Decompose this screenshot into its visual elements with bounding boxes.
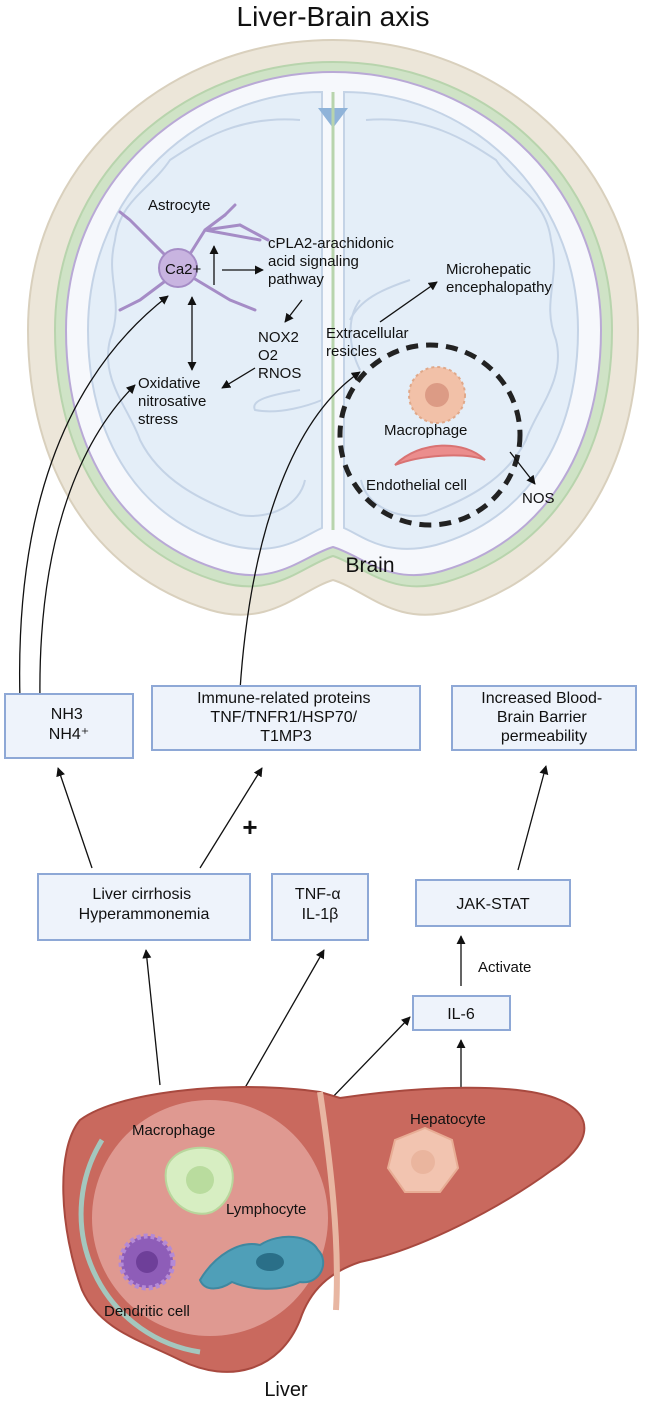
box-jak-stat: JAK-STAT: [415, 879, 571, 927]
endothelial-label: Endothelial cell: [366, 477, 467, 494]
astrocyte-cell: [118, 203, 270, 312]
plus-sign: +: [242, 812, 257, 842]
vascular-unit-dashed-circle: [337, 342, 523, 528]
arrow-jak-to-bbb: [517, 765, 549, 871]
arrow-nh4-to-oxidative: [39, 384, 136, 701]
lymphocyte-label: Lymphocyte: [226, 1201, 306, 1218]
liver-macrophage-label: Macrophage: [132, 1122, 215, 1139]
arrow-liver-to-tnf: [237, 949, 325, 1101]
svg-text:IL-6: IL-6: [447, 1006, 475, 1023]
box-nh3: NH3 NH4⁺: [4, 693, 134, 759]
hepatocyte-icon: [386, 1126, 460, 1193]
svg-text:Increased Blood- Brain B: Increased Blood- Brain Barrier permeabil…: [481, 690, 606, 745]
brain-label: Brain: [345, 554, 394, 577]
activate-label: Activate: [478, 959, 531, 976]
nox-label: NOX2 O2 RNOS: [258, 329, 303, 382]
astrocyte-soma: [158, 248, 198, 288]
box-bbb: Increased Blood- Brain Barrier permeabil…: [451, 685, 637, 751]
diagram-title: Liver-Brain axis: [237, 1, 430, 32]
arrow-cpla2-to-nox: [284, 299, 303, 323]
svg-text:JAK-STAT: JAK-STAT: [456, 896, 529, 913]
lymphocyte-icon: [198, 1235, 325, 1290]
box-cirrhosis: Liver cirrhosis Hyperammonemia: [37, 873, 251, 941]
box-tnf-il1: TNF-α IL-1β: [271, 873, 369, 941]
box-immune-proteins: Immune-related proteins TNF/TNFR1/HSP70/…: [151, 685, 421, 751]
endothelial-cell-icon: [394, 444, 486, 466]
nos-label: NOS: [522, 490, 555, 507]
arrow-nox-to-oxidative: [221, 367, 256, 389]
brain-macrophage-icon: [408, 366, 466, 424]
arrow-liver-to-cirrhosis: [142, 949, 161, 1086]
svg-text:Liver cirrhosis Hyperamm: Liver cirrhosis Hyperammonemia: [79, 886, 210, 923]
left-hemisphere: [86, 90, 323, 550]
hepatocyte-label: Hepatocyte: [410, 1111, 486, 1128]
cpla2-label: cPLA2-arachidonic acid signaling pathway: [268, 235, 398, 288]
box-il6: IL-6: [412, 995, 511, 1031]
extracellular-vesicles-label: Extracellular resicles: [326, 325, 413, 360]
arrow-cirrhosis-to-immune: [199, 767, 263, 869]
arrow-ev-to-microhepatic: [379, 281, 438, 323]
calcium-label: Ca2+: [165, 261, 202, 278]
svg-text:Immune-related proteins: Immune-related proteins TNF/TNFR1/HSP70/…: [197, 690, 375, 745]
arrow-nh3-to-astrocyte: [18, 295, 169, 701]
arrow-immune-to-ev: [239, 371, 361, 691]
liver-label: Liver: [264, 1379, 308, 1401]
astrocyte-label: Astrocyte: [148, 197, 211, 214]
oxidative-stress-label: Oxidative nitrosative stress: [138, 375, 211, 428]
svg-text:TNF-α IL-1β: TNF-α IL-1β: [295, 886, 345, 923]
microhepatic-label: Microhepatic encephalopathy: [446, 261, 552, 296]
arrow-cirrhosis-to-nh3: [56, 767, 93, 869]
arrow-macrophage-to-nos: [509, 451, 536, 485]
dendritic-cell-icon: [118, 1233, 176, 1291]
svg-text:NH3 NH4⁺: NH3 NH4⁺: [49, 706, 89, 743]
liver-macrophage-icon: [164, 1146, 234, 1215]
dendritic-cell-label: Dendritic cell: [104, 1303, 190, 1320]
brain-macrophage-label: Macrophage: [384, 422, 467, 439]
